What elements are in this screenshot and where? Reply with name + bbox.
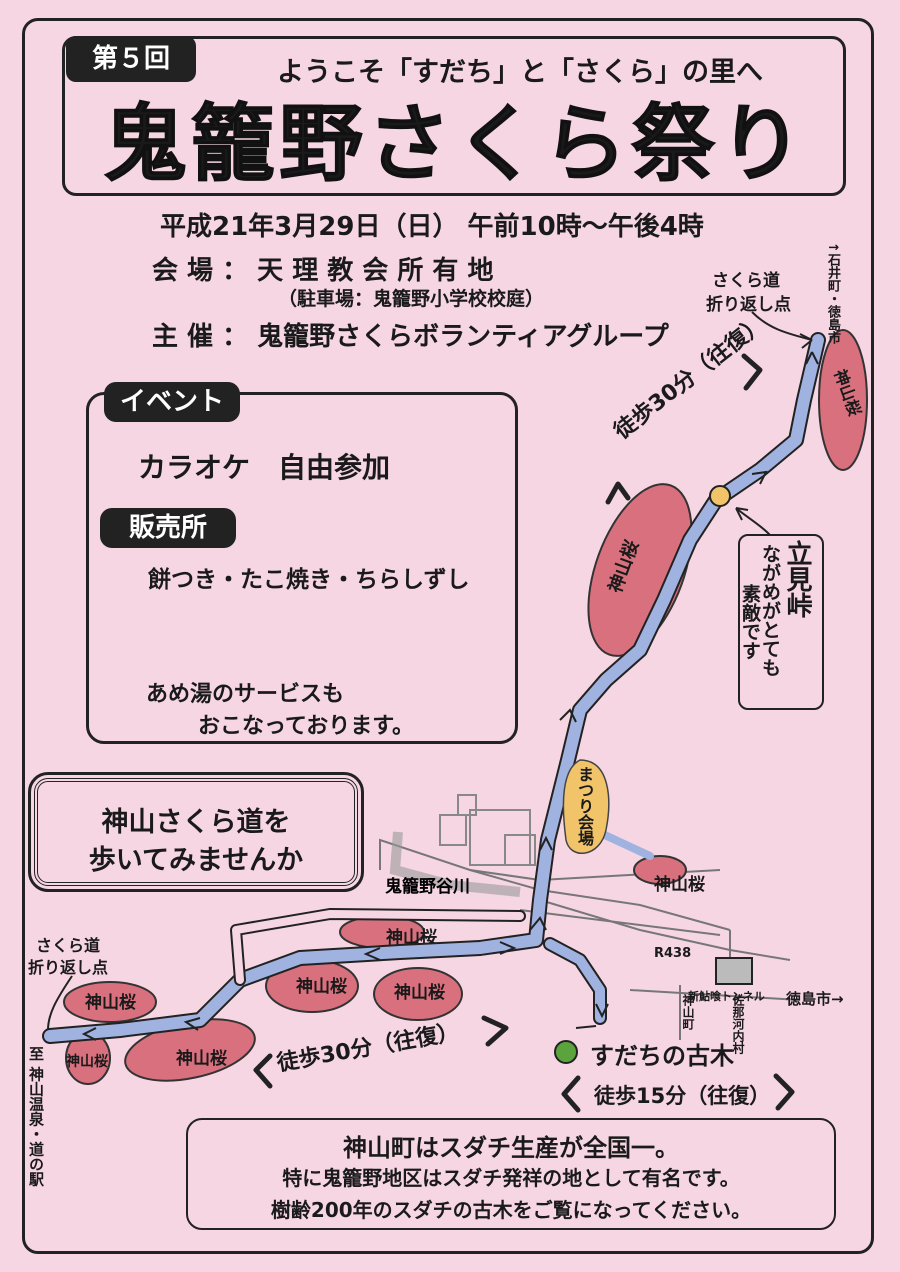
sudachi-tree-label: すだちの古木 xyxy=(590,1042,734,1070)
page-title: 鬼籠野さくら祭り xyxy=(102,95,807,193)
sakura-label-4: 神山桜 xyxy=(296,976,347,997)
pass-name: 立見峠 xyxy=(782,540,812,618)
subtitle: ようこそ「すだち」と「さくら」の里へ xyxy=(277,57,763,88)
event-item: カラオケ 自由参加 xyxy=(138,451,391,484)
direction-top: ↑石井町・徳島市 xyxy=(825,242,840,344)
tunnel-icon xyxy=(715,957,753,985)
direction-west: 至 神山温泉・道の駅 xyxy=(27,1046,45,1187)
shop-items: 餅つき・たこ焼き・ちらしずし xyxy=(148,567,470,593)
sakura-label-7: 神山桜 xyxy=(176,1048,227,1069)
service-line-2: おこなっております。 xyxy=(198,714,415,739)
river xyxy=(389,831,521,897)
organizer: 主 催 ： 鬼籠野さくらボランティアグループ xyxy=(152,322,669,352)
service-line-1: あめ湯のサービスも xyxy=(146,682,345,707)
walk-invite-line-2: 歩いてみませんか xyxy=(88,845,304,876)
pass-info-box xyxy=(738,534,824,710)
event-tag: イベント xyxy=(104,382,240,422)
sakura-label-5: 神山桜 xyxy=(394,982,445,1003)
walk-chevrons xyxy=(253,353,795,1113)
town-east: 佐那河内村 xyxy=(731,994,745,1054)
sakura-area-1 xyxy=(818,329,868,471)
sudachi-info-line-2: 特に鬼籠野地区はスダチ発祥の地として有名です。 xyxy=(282,1166,740,1190)
festival-venue-label: まつり会場 xyxy=(575,766,594,846)
sakura-area-6 xyxy=(63,981,157,1023)
turn-left-pointer xyxy=(47,975,73,1031)
turn-top-pointer xyxy=(751,311,813,341)
sakura-label-8: 神山桜 xyxy=(66,1053,108,1070)
background-roads xyxy=(379,838,801,1040)
venue: 会 場 ： 天 理 教 会 所 有 地 xyxy=(152,256,494,286)
walk-invite-line-1: 神山さくら道を xyxy=(101,807,291,838)
sakura-areas xyxy=(63,329,868,1085)
page-frame xyxy=(22,18,874,1254)
sakura-area-9 xyxy=(633,855,687,885)
event-box xyxy=(86,392,518,744)
route-arrows xyxy=(81,351,819,1041)
turn-left-label-2: 折り返し点 xyxy=(28,958,109,977)
pass-desc-1: ながめがとても xyxy=(759,544,781,677)
shop-tag: 販売所 xyxy=(100,508,236,548)
tunnel-label: 新鮎喰トンネル xyxy=(688,990,765,1003)
buildings xyxy=(439,794,536,866)
sudachi-tree-marker xyxy=(554,1040,578,1064)
turn-left-label-1: さくら道 xyxy=(36,936,101,955)
sakura-label-9: 神山桜 xyxy=(654,874,705,895)
header-box xyxy=(62,36,846,196)
festival-venue-area xyxy=(562,759,610,855)
edition-badge: 第５回 xyxy=(66,36,196,82)
river-label: 鬼籠野谷川 xyxy=(385,876,470,897)
sakura-label-6: 神山桜 xyxy=(85,992,136,1013)
direction-east: 徳島市→ xyxy=(786,990,844,1008)
sakura-area-5 xyxy=(373,967,463,1021)
sakura-label-3: 神山桜 xyxy=(386,927,437,948)
turn-top-label-2: 折り返し点 xyxy=(706,295,791,315)
route-number: R438 xyxy=(654,946,692,961)
pass-desc-2: 素敵です xyxy=(739,584,761,660)
pass-point xyxy=(709,485,731,507)
walking-route xyxy=(42,332,826,1044)
turn-top-label-1: さくら道 xyxy=(712,271,780,291)
sudachi-info-line-3: 樹齢200年のスダチの古木をご覧になってください。 xyxy=(270,1198,752,1222)
event-date: 平成21年3月29日（日） 午前10時～午後4時 xyxy=(160,212,704,242)
sudachi-info-box: 神山町はスダチ生産が全国一。 特に鬼籠野地区はスダチ発祥の地として有名です。 樹… xyxy=(186,1118,836,1230)
walk-15: 徒歩15分（往復） xyxy=(594,1084,771,1108)
parking: （駐車場：鬼籠野小学校校庭） xyxy=(278,288,545,310)
town-west: 神山町 xyxy=(681,994,695,1030)
sudachi-info-line-1: 神山町はスダチ生産が全国一。 xyxy=(343,1134,679,1162)
walk-invite-box: 神山さくら道を 歩いてみませんか xyxy=(28,772,364,892)
